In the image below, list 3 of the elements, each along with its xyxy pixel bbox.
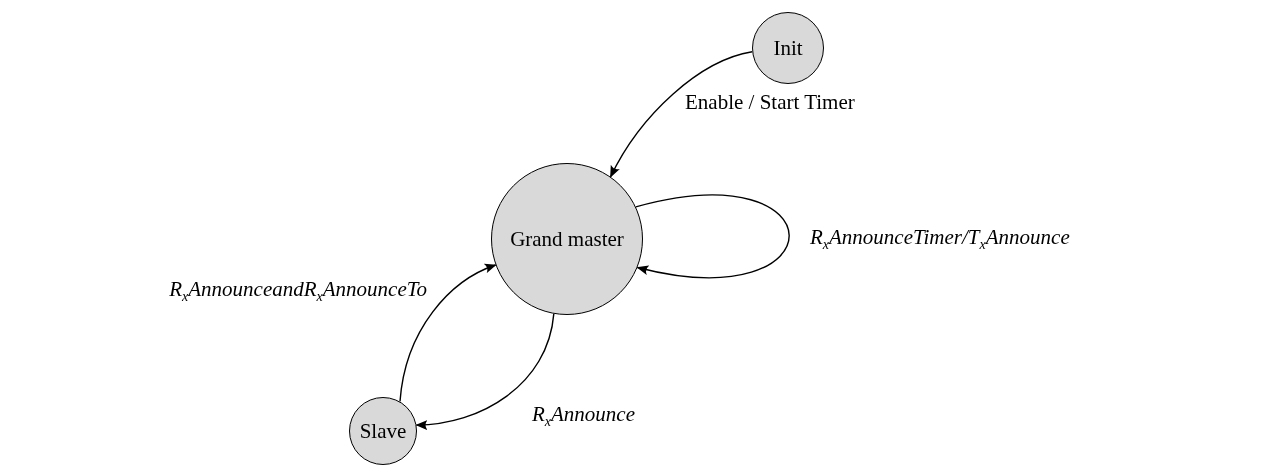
state-name: Slave [359, 418, 407, 444]
state-name: Grand master [510, 226, 624, 252]
state-name: Init [773, 35, 803, 61]
